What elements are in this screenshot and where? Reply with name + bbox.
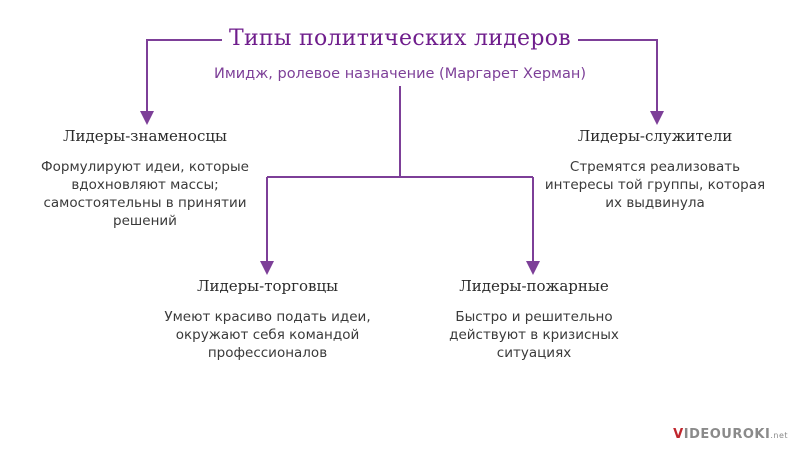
type-block-traders: Лидеры-торговцы Умеют красиво подать иде… [150, 276, 385, 362]
videouroki-logo: VIDEOUROKI.net [673, 427, 788, 442]
type-title: Лидеры-торговцы [196, 277, 339, 295]
type-title: Лидеры-служители [577, 127, 733, 145]
type-block-servants: Лидеры-служители Стремятся реализовать и… [540, 126, 770, 212]
logo-suffix: .net [770, 431, 788, 440]
logo-first-letter: V [673, 427, 684, 442]
type-title: Лидеры-пожарные [459, 277, 609, 295]
type-block-banner-bearers: Лидеры-знаменосцы Формулируют идеи, кото… [30, 126, 260, 230]
diagram-title: Типы политических лидеров [228, 26, 571, 51]
type-description: Быстро и решительно действуют в кризисны… [449, 309, 619, 361]
diagram-subtitle: Имидж, ролевое назначение (Маргарет Херм… [213, 66, 587, 82]
type-description: Формулируют идеи, которые вдохновляют ма… [41, 159, 249, 229]
type-title: Лидеры-знаменосцы [63, 127, 227, 145]
connector-to-servants [578, 39, 664, 125]
logo-rest: IDEOUROKI [683, 427, 771, 442]
connector-to-banner-bearers [140, 39, 222, 125]
type-block-firefighters: Лидеры-пожарные Быстро и решительно дейс… [420, 276, 648, 362]
type-description: Умеют красиво подать идеи, окружают себя… [164, 309, 371, 361]
type-description: Стремятся реализовать интересы той групп… [544, 159, 766, 211]
